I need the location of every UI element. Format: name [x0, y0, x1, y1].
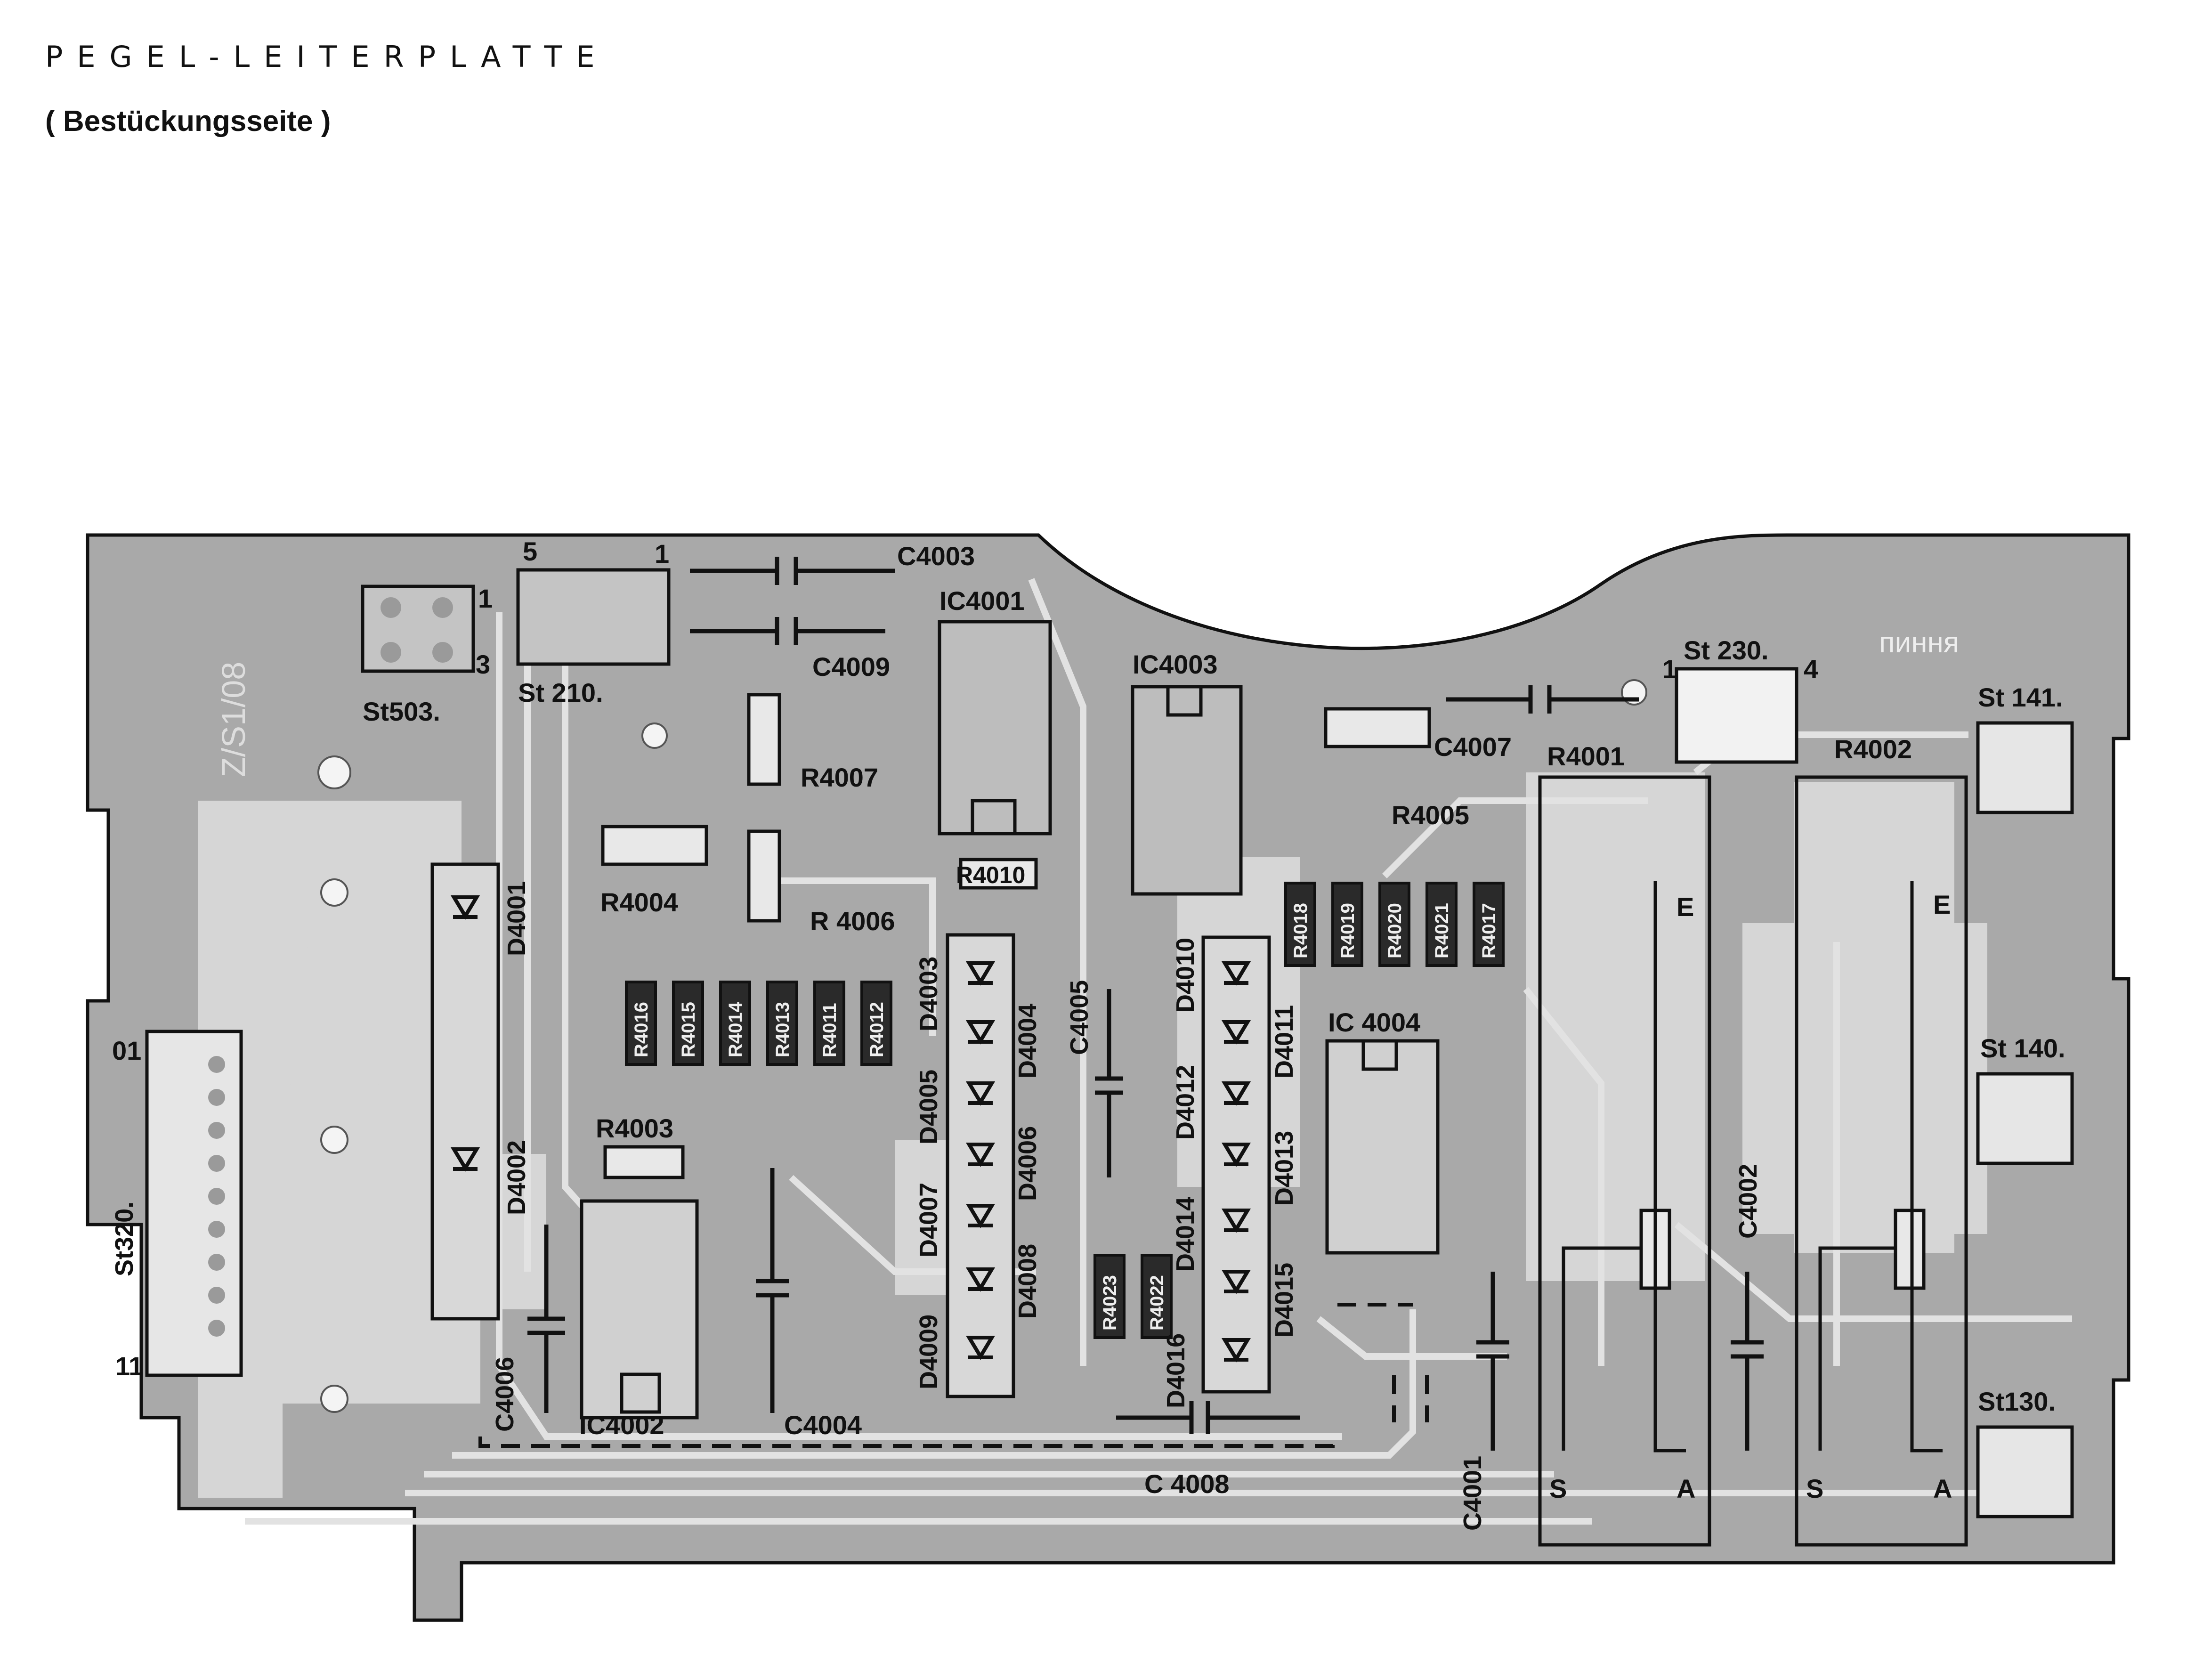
label-d4002: D4002 [502, 1140, 531, 1215]
label-d4016: D4016 [1162, 1333, 1190, 1408]
label-ic4002: IC4002 [579, 1410, 664, 1440]
label-c4006: C4006 [491, 1357, 519, 1432]
resistor-bodies [625, 882, 1505, 1339]
label-r4001-s: S [1549, 1474, 1567, 1503]
page-title: PEGEL-LEITERPLATTE [45, 40, 609, 74]
label-st320-pin11: 11 [115, 1351, 143, 1381]
label-st503: St503. [363, 697, 440, 726]
label-st230-pin1: 1 [1662, 654, 1677, 684]
label-d4003: D4003 [915, 957, 943, 1031]
label-r4021: R4021 [1432, 903, 1452, 958]
label-c4008: C 4008 [1144, 1469, 1230, 1499]
label-r4006: R 4006 [810, 906, 895, 936]
label-r4002-a: A [1933, 1474, 1952, 1503]
label-st230-pin4: 4 [1804, 654, 1818, 684]
slide-potentiometers [1538, 775, 1968, 1547]
label-r4002: R4002 [1834, 734, 1912, 764]
label-r4019: R4019 [1337, 903, 1358, 958]
label-r4023: R4023 [1100, 1275, 1120, 1331]
label-c4007: C4007 [1434, 732, 1512, 762]
label-c4009: C4009 [812, 652, 890, 682]
connector-pins [208, 597, 453, 1337]
label-r4018: R4018 [1290, 903, 1311, 958]
dashed-line [478, 1437, 1335, 1448]
label-st320-pin01: 01 [112, 1036, 141, 1065]
label-ic4001: IC4001 [940, 586, 1025, 616]
label-st210: St 210. [518, 678, 603, 707]
label-d4006: D4006 [1013, 1126, 1042, 1201]
resistors-light [601, 693, 1926, 1290]
label-d4010: D4010 [1171, 938, 1199, 1013]
label-d4009: D4009 [915, 1315, 943, 1389]
label-st141: St 141. [1978, 682, 2063, 712]
label-r4003: R4003 [596, 1113, 673, 1143]
label-r4013: R4013 [772, 1002, 793, 1057]
label-r4001-a: A [1677, 1474, 1695, 1503]
label-c4004: C4004 [784, 1410, 862, 1440]
label-d4005: D4005 [915, 1070, 943, 1144]
label-r4020: R4020 [1385, 903, 1405, 958]
label-d4004: D4004 [1013, 1004, 1042, 1079]
label-r4016: R4016 [631, 1002, 652, 1057]
label-ic4003: IC4003 [1133, 649, 1218, 679]
label-st130: St130. [1978, 1387, 2056, 1416]
label-r4010: R4010 [956, 862, 1025, 888]
label-r4022: R4022 [1147, 1275, 1167, 1331]
label-d4013: D4013 [1270, 1131, 1298, 1206]
label-c4003: C4003 [897, 541, 975, 571]
label-d4011: D4011 [1270, 1005, 1298, 1079]
label-d4012: D4012 [1171, 1065, 1199, 1140]
label-c4005: C4005 [1065, 980, 1093, 1055]
label-st210-pin5: 5 [523, 536, 537, 566]
label-st230: St 230. [1684, 635, 1769, 665]
label-d4007: D4007 [915, 1183, 943, 1258]
mirrored-mark-right: пиння [1879, 626, 1959, 659]
label-r4007: R4007 [801, 763, 878, 792]
label-d4008: D4008 [1013, 1244, 1042, 1319]
label-r4012: R4012 [867, 1002, 887, 1057]
label-r4002-s: S [1806, 1474, 1823, 1503]
label-st320: St320. [110, 1201, 138, 1276]
label-st140: St 140. [1980, 1033, 2065, 1063]
dashed-line-vertical [1392, 1375, 1429, 1422]
label-ic4004: IC 4004 [1328, 1007, 1420, 1037]
diode-strips [430, 862, 1271, 1398]
label-d4001: D4001 [502, 881, 531, 956]
mirrored-mark-left: Z/S1/08 [215, 662, 252, 777]
label-r4004: R4004 [600, 887, 678, 917]
label-r4001-e: E [1677, 892, 1694, 922]
connectors [145, 568, 2074, 1518]
label-st503-pin3: 3 [476, 649, 490, 679]
label-d4015: D4015 [1270, 1263, 1298, 1338]
label-r4015: R4015 [678, 1002, 699, 1057]
label-r4017: R4017 [1479, 903, 1499, 958]
copper-areas [198, 772, 1987, 1498]
label-d4014: D4014 [1171, 1197, 1199, 1272]
label-r4014: R4014 [725, 1001, 746, 1057]
label-r4001: R4001 [1547, 741, 1625, 771]
capacitors [527, 557, 1764, 1451]
label-r4005: R4005 [1392, 800, 1469, 830]
label-c4001: C4001 [1458, 1456, 1487, 1531]
integrated-circuits [580, 620, 1440, 1420]
label-c4002: C4002 [1734, 1164, 1762, 1239]
label-r4011: R4011 [819, 1003, 840, 1057]
label-st210-pin1: 1 [655, 539, 669, 568]
label-r4002-e: E [1933, 890, 1951, 919]
label-st503-pin1: 1 [478, 584, 493, 613]
page-subtitle: ( Bestückungsseite ) [45, 105, 331, 138]
